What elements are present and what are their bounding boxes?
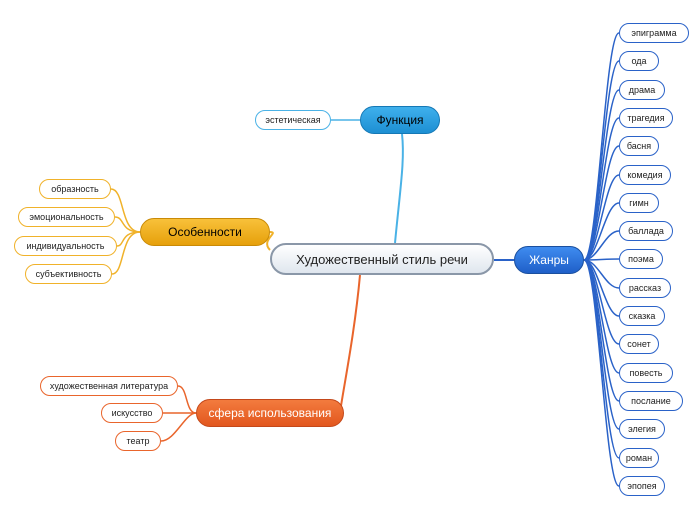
link-genre-5	[583, 145, 620, 261]
link-genre-17	[583, 259, 620, 487]
branch-function[interactable]: Функция	[360, 106, 440, 134]
leaf-genre-11[interactable]: сказка	[619, 306, 665, 326]
link-features-4	[111, 231, 141, 275]
leaf-usage-theatre[interactable]: театр	[115, 431, 161, 451]
leaf-genre-3[interactable]: драма	[619, 80, 665, 100]
link-central-usage	[339, 274, 361, 413]
central-topic[interactable]: Художественный стиль речи	[270, 243, 494, 275]
leaf-genre-4[interactable]: трагедия	[619, 108, 673, 128]
branch-genres[interactable]: Жанры	[514, 246, 584, 274]
leaf-features-individuality[interactable]: индивидуальность	[14, 236, 117, 256]
leaf-genre-2[interactable]: ода	[619, 51, 659, 71]
leaf-genre-17[interactable]: эпопея	[619, 476, 665, 496]
leaf-genre-15[interactable]: элегия	[619, 419, 665, 439]
leaf-genre-6[interactable]: комедия	[619, 165, 671, 185]
branch-features[interactable]: Особенности	[140, 218, 270, 246]
link-central-features	[266, 231, 274, 251]
leaf-genre-10[interactable]: рассказ	[619, 278, 671, 298]
link-usage-1	[177, 385, 197, 414]
leaf-genre-9[interactable]: поэма	[619, 249, 663, 269]
link-genre-1	[583, 32, 620, 261]
leaf-usage-art[interactable]: искусство	[101, 403, 163, 423]
leaf-genre-16[interactable]: роман	[619, 448, 659, 468]
link-genre-15	[583, 259, 620, 430]
link-genre-3	[583, 89, 620, 261]
leaf-genre-8[interactable]: баллада	[619, 221, 673, 241]
leaf-genre-5[interactable]: басня	[619, 136, 659, 156]
genre-links	[583, 32, 620, 487]
link-genre-8	[583, 230, 620, 261]
link-genre-6	[583, 174, 620, 261]
leaf-genre-12[interactable]: сонет	[619, 334, 659, 354]
link-usage-3	[160, 412, 197, 442]
leaf-genre-1[interactable]: эпиграмма	[619, 23, 689, 43]
leaf-features-subjectivity[interactable]: субъективность	[25, 264, 112, 284]
leaf-usage-literature[interactable]: художественная литература	[40, 376, 178, 396]
leaf-features-emotionality[interactable]: эмоциональность	[18, 207, 115, 227]
leaf-genre-14[interactable]: послание	[619, 391, 683, 411]
leaf-features-imagery[interactable]: образность	[39, 179, 111, 199]
link-central-function	[394, 133, 404, 244]
leaf-genre-7[interactable]: гимн	[619, 193, 659, 213]
leaf-genre-13[interactable]: повесть	[619, 363, 673, 383]
leaf-function-aesthetic[interactable]: эстетическая	[255, 110, 331, 130]
branch-usage[interactable]: сфера использования	[196, 399, 344, 427]
link-features-1	[110, 188, 141, 233]
link-features-2	[114, 216, 141, 233]
